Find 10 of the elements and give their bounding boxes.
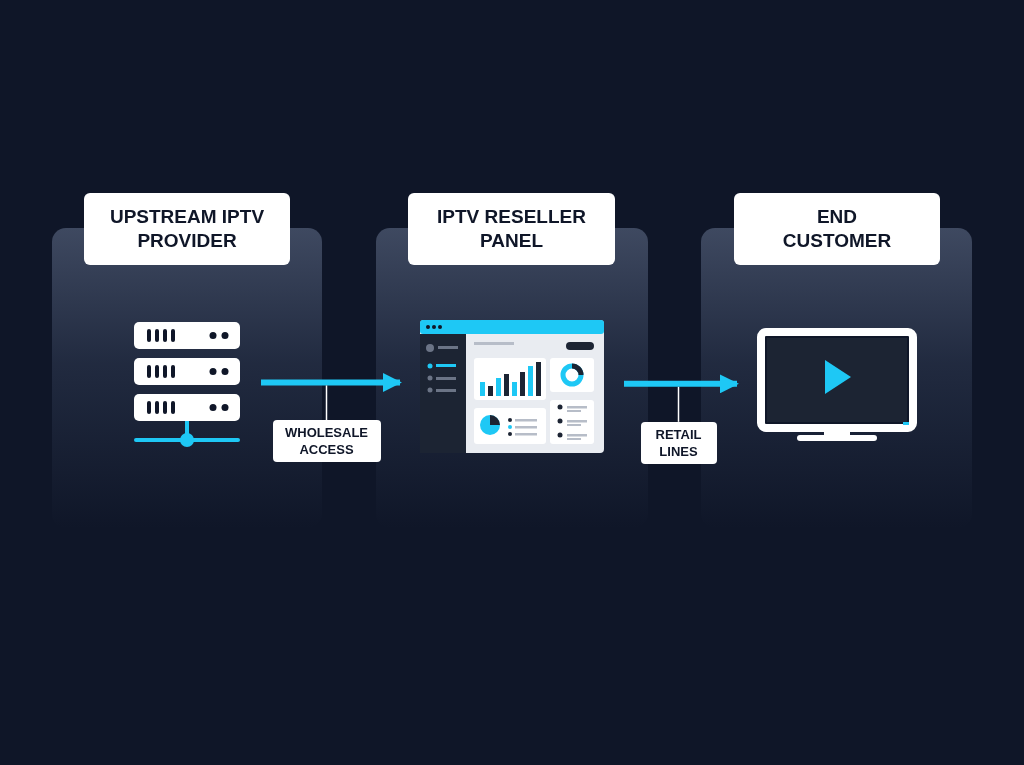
edge-label: RETAIL LINES (640, 421, 717, 464)
edge-label: WHOLESALE ACCESS (272, 420, 381, 463)
stage-heading: END CUSTOMER (734, 193, 940, 265)
arrow (624, 374, 739, 423)
stage-heading: IPTV RESELLER PANEL (408, 193, 615, 265)
stage-heading: UPSTREAM IPTV PROVIDER (84, 193, 290, 265)
server-stack-icon (133, 322, 241, 448)
play-monitor-icon (757, 328, 917, 443)
arrow (261, 372, 402, 422)
dashboard-window-icon (420, 320, 604, 453)
